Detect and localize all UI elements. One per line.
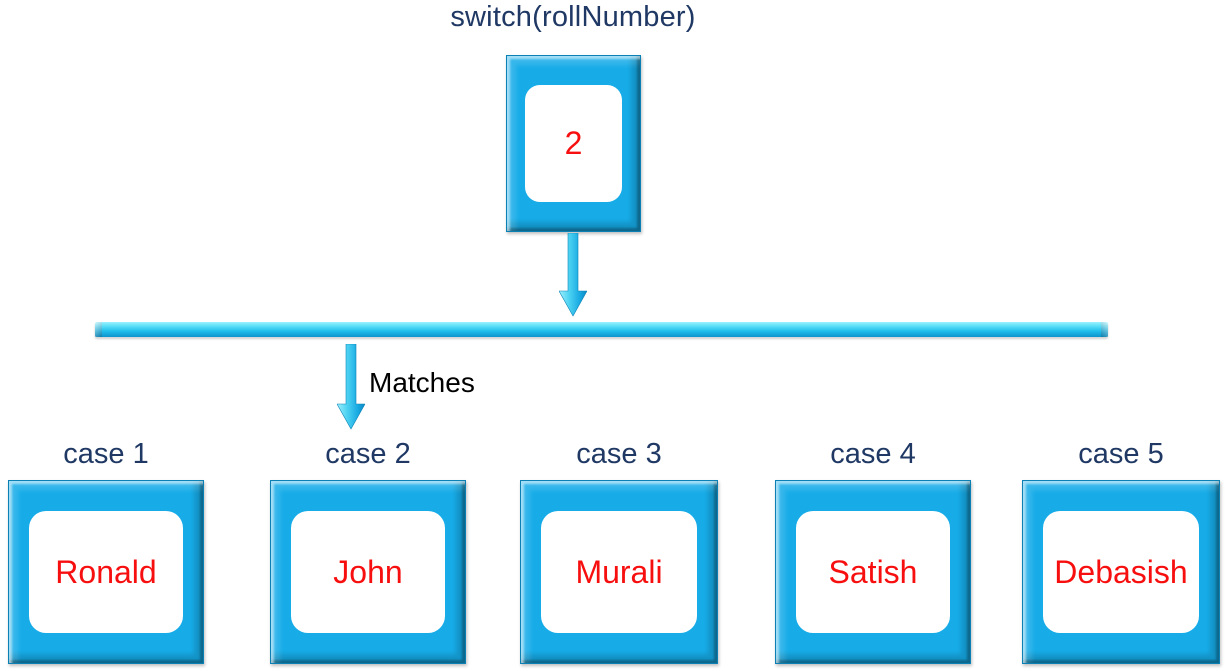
case-column-5: case 5 Debasish xyxy=(1022,438,1220,664)
switch-value: 2 xyxy=(564,125,583,161)
case-value-panel: Debasish xyxy=(1043,511,1199,633)
case-value-box: Ronald xyxy=(8,480,204,664)
case-label: case 1 xyxy=(63,438,149,470)
branch-bar xyxy=(95,322,1108,337)
case-label: case 4 xyxy=(830,438,916,470)
switch-value-panel: 2 xyxy=(525,85,622,202)
down-arrow-icon xyxy=(559,233,587,317)
case-value-box: Satish xyxy=(775,480,971,664)
case-column-3: case 3 Murali xyxy=(520,438,718,664)
case-value-box: John xyxy=(270,480,466,664)
case-value-panel: Murali xyxy=(541,511,697,633)
case-value-panel: John xyxy=(291,511,445,633)
case-column-4: case 4 Satish xyxy=(775,438,971,664)
matches-arrow-icon xyxy=(337,344,365,430)
case-column-1: case 1 Ronald xyxy=(8,438,204,664)
case-value-panel: Satish xyxy=(796,511,950,633)
case-column-2: case 2 John xyxy=(270,438,466,664)
case-value-box: Debasish xyxy=(1022,480,1220,664)
diagram-title: switch(rollNumber) xyxy=(450,1,696,33)
case-value: Ronald xyxy=(55,553,157,590)
case-value-box: Murali xyxy=(520,480,718,664)
case-label: case 2 xyxy=(325,438,411,470)
switch-value-box: 2 xyxy=(506,55,641,232)
matches-label: Matches xyxy=(369,367,475,398)
case-value-panel: Ronald xyxy=(29,511,183,633)
case-value: Debasish xyxy=(1054,553,1188,590)
case-value: John xyxy=(333,553,403,590)
case-label: case 5 xyxy=(1078,438,1164,470)
case-value: Murali xyxy=(575,553,663,590)
case-value: Satish xyxy=(828,553,918,590)
case-label: case 3 xyxy=(576,438,662,470)
